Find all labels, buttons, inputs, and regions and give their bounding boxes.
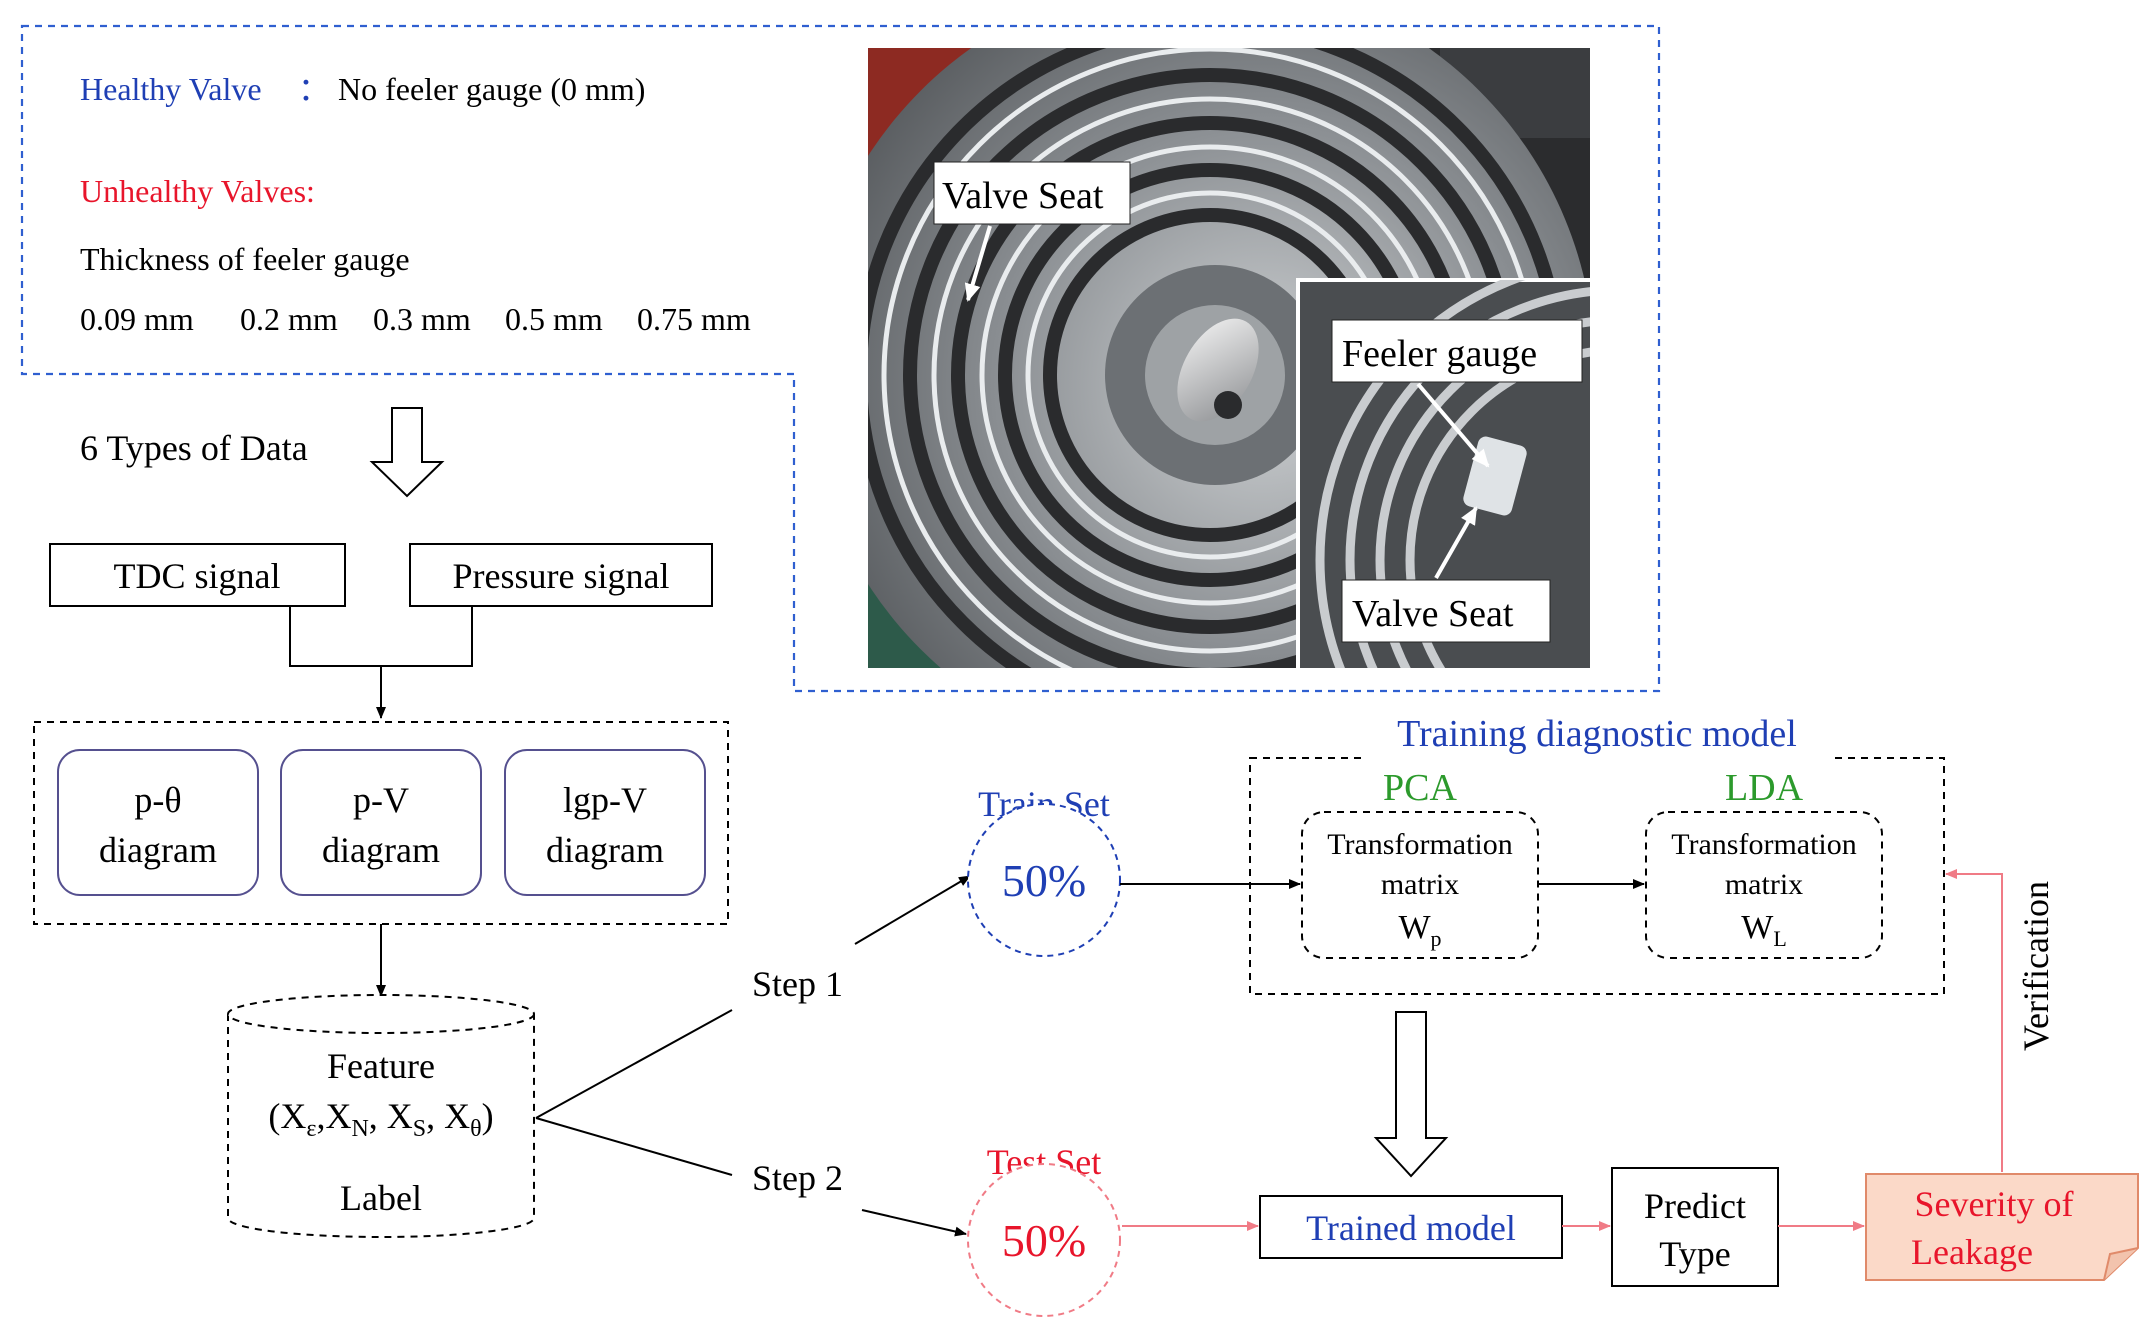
lda-transformation-box — [1645, 811, 1883, 959]
data-types-label: 6 Types of Data — [80, 428, 308, 468]
lda-transformation-line1: Transformation — [1671, 828, 1857, 861]
verification-feedback-arrow — [1945, 869, 2003, 1172]
training-title-mask — [1362, 738, 1832, 778]
hollow-down-arrow — [369, 407, 445, 498]
pca-transformation-line2: matrix — [1381, 868, 1459, 901]
feature-title: Feature — [327, 1046, 435, 1086]
step-2-label: Step 2 — [752, 1158, 843, 1198]
unhealthy-valves-label: Unhealthy Valves: — [80, 173, 315, 209]
inset-callout-seat-box — [1341, 579, 1551, 643]
step-1-arrow — [854, 875, 971, 945]
thickness-value: 0.75 mm — [637, 301, 751, 337]
lda-matrix-symbol: WL — [1741, 909, 1787, 951]
step-2-arrow — [861, 1209, 967, 1237]
diagram-group-dashed-box — [33, 721, 729, 925]
test-set-percent: 50% — [1002, 1215, 1086, 1266]
step-branch-line — [535, 1117, 733, 1176]
thickness-value: 0.09 mm — [80, 301, 194, 337]
lda-transformation-line2: matrix — [1725, 868, 1803, 901]
lda-matrix-letter: W — [1741, 909, 1774, 946]
p-v-diagram-line1: p-V — [353, 780, 409, 820]
feeler-gauge-thickness-label: Thickness of feeler gauge — [80, 241, 410, 277]
hollow-down-arrow-model — [1373, 1011, 1449, 1178]
top-panel-dashed-outline — [20, 24, 1661, 693]
merge-connector — [289, 606, 473, 667]
lda-label: LDA — [1725, 767, 1804, 809]
inset-callout-seat-arrow — [1434, 506, 1478, 579]
step-1-label: Step 1 — [752, 964, 843, 1004]
tdc-signal-label: TDC signal — [114, 556, 281, 596]
severity-note-fold — [2103, 1247, 2139, 1281]
predict-type-line1: Predict — [1644, 1186, 1746, 1226]
thickness-value: 0.2 mm — [240, 301, 338, 337]
p-theta-diagram-line2: diagram — [99, 830, 217, 870]
severity-line2: Leakage — [1911, 1232, 2033, 1272]
predict-type-box — [1611, 1167, 1779, 1287]
feature-formula: (Xε,XN, XS, Xθ) — [268, 1096, 493, 1142]
pca-matrix-letter: W — [1398, 909, 1431, 946]
severity-line1: Severity of — [1915, 1184, 2074, 1224]
healthy-valve-separator: ： — [298, 71, 330, 107]
tdc-signal-box — [49, 543, 346, 607]
pca-matrix-subscript: p — [1431, 926, 1442, 951]
p-v-diagram-box — [280, 749, 482, 896]
thickness-value: 0.3 mm — [373, 301, 471, 337]
pca-matrix-symbol: Wp — [1398, 909, 1441, 951]
pressure-signal-label: Pressure signal — [453, 556, 670, 596]
train-set-percent: 50% — [1002, 855, 1086, 906]
main-callout-valve-seat-box — [933, 161, 1131, 225]
test-set-circle — [967, 1163, 1121, 1317]
inset-callout-valve-seat: Valve Seat — [1352, 593, 1514, 635]
inset-callout-feeler-box — [1331, 319, 1583, 383]
healthy-valve-description: No feeler gauge (0 mm) — [338, 71, 645, 107]
training-model-title: Training diagnostic model — [1397, 713, 1797, 755]
lgp-v-diagram-line1: lgp-V — [563, 780, 647, 820]
step-branch-line — [535, 1009, 733, 1119]
p-theta-diagram-line1: p-θ — [134, 780, 181, 820]
trained-model-label: Trained model — [1306, 1208, 1516, 1248]
trained-model-box — [1259, 1195, 1563, 1259]
main-callout-valve-seat: Valve Seat — [942, 175, 1104, 217]
lgp-v-diagram-box — [504, 749, 706, 896]
train-set-circle — [967, 803, 1121, 957]
pca-transformation-line1: Transformation — [1327, 828, 1513, 861]
main-callout-arrow — [964, 225, 992, 302]
p-v-diagram-line2: diagram — [322, 830, 440, 870]
healthy-valve-label: Healthy Valve — [80, 71, 262, 107]
p-theta-diagram-box — [57, 749, 259, 896]
training-model-dashed-box — [1249, 757, 1945, 995]
feature-label: Label — [340, 1178, 422, 1218]
inset-callout-feeler-gauge: Feeler gauge — [1342, 333, 1537, 375]
lgp-v-diagram-line2: diagram — [546, 830, 664, 870]
predict-type-line2: Type — [1659, 1234, 1730, 1274]
verification-label: Verification — [2016, 881, 2056, 1051]
thickness-value: 0.5 mm — [505, 301, 603, 337]
feature-database-cylinder — [227, 994, 535, 1238]
pressure-signal-box — [409, 543, 713, 607]
pca-label: PCA — [1383, 767, 1457, 809]
inset-callout-feeler-arrow — [1416, 382, 1490, 468]
lda-matrix-subscript: L — [1773, 926, 1786, 951]
